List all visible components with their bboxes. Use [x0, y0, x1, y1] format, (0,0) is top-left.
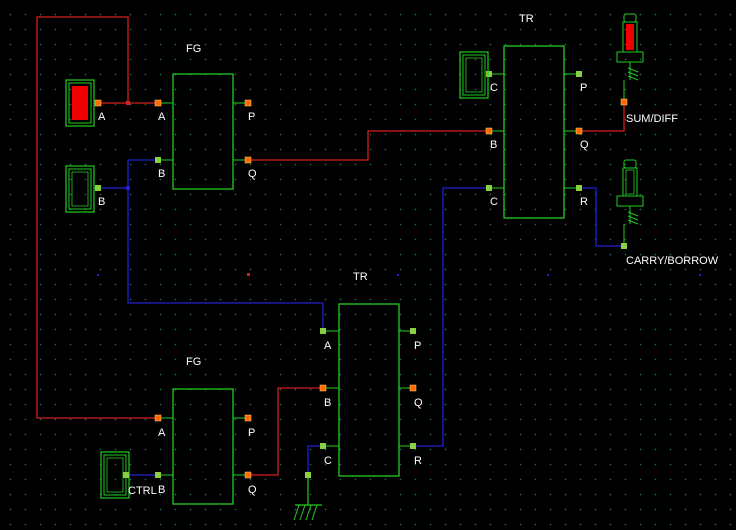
fg-top-body: [172, 73, 234, 190]
tr-mid-label-q: Q: [414, 397, 423, 409]
output-probe-sum[interactable]: SUM/DIFF: [616, 13, 678, 125]
pin-fg-bottom-b[interactable]: [155, 472, 161, 478]
pin-fg-bottom-q[interactable]: [244, 471, 252, 479]
fg-top-label-q: Q: [248, 168, 257, 180]
pin-fg-top-q[interactable]: [244, 156, 252, 164]
wire-fg-bottom-q-to-tr-mid-b: [248, 387, 323, 476]
switch-b-label: B: [98, 196, 105, 208]
fg-bottom-label-p: P: [248, 427, 255, 439]
carry-label: CARRY/BORROW: [626, 255, 719, 267]
pin-tr-top-c2[interactable]: [486, 185, 492, 191]
switch-a-label: A: [98, 111, 106, 123]
tr-top-label-r: R: [580, 196, 588, 208]
fg-bottom-label-b: B: [158, 484, 165, 496]
switch-tr-c-indicator: [465, 57, 483, 93]
output-probe-carry[interactable]: CARRY/BORROW: [616, 159, 719, 267]
grid-marker: [397, 274, 399, 276]
wire-tr-top-r-to-carry: [578, 187, 624, 247]
fg-gate-top[interactable]: FG A B P Q: [154, 43, 257, 190]
pin-tr-mid-c[interactable]: [320, 443, 326, 449]
tr-top-label-b: B: [490, 139, 497, 151]
grid-marker: [547, 274, 549, 276]
wire-b-to-tr-mid: [127, 188, 324, 329]
pin-carry[interactable]: [621, 243, 627, 249]
wire-tr-mid-r-to-tr-top-c: [413, 187, 488, 447]
pin-fg-top-b[interactable]: [155, 157, 161, 163]
tr-mid-body: [338, 303, 400, 477]
wire-tr-top-q-to-sum: [578, 102, 625, 132]
pin-switch-a[interactable]: [94, 99, 102, 107]
tr-mid-label-p: P: [414, 340, 421, 352]
tr-gate-top[interactable]: TR C B C P Q R: [485, 13, 589, 219]
tr-top-label-c2: C: [490, 196, 498, 208]
tr-mid-label-r: R: [414, 455, 422, 467]
switch-ctrl-label: CTRL: [128, 485, 157, 497]
switch-b-indicator: [71, 171, 89, 207]
grid-marker: [247, 273, 250, 276]
junction-dot: [126, 186, 130, 190]
input-switch-a[interactable]: A: [65, 79, 106, 127]
input-switch-tr-c[interactable]: [459, 51, 489, 99]
tr-mid-label-a: A: [324, 340, 332, 352]
fg-top-label-p: P: [248, 111, 255, 123]
tr-gate-middle[interactable]: TR A B C P Q R: [319, 271, 423, 477]
pin-fg-bottom-a[interactable]: [154, 414, 162, 422]
tr-top-title: TR: [519, 13, 534, 25]
tr-top-label-p: P: [580, 82, 587, 94]
switch-a-indicator: [72, 86, 88, 120]
pin-tr-top-b[interactable]: [485, 127, 493, 135]
tr-top-label-q: Q: [580, 139, 589, 151]
ground-icon: [293, 472, 322, 521]
sum-label: SUM/DIFF: [626, 113, 678, 125]
pin-switch-ctrl[interactable]: [123, 472, 129, 478]
fg-bottom-label-q: Q: [248, 484, 257, 496]
junction-dot: [126, 101, 130, 105]
tr-mid-label-b: B: [324, 397, 331, 409]
pin-fg-bottom-p[interactable]: [244, 414, 252, 422]
pin-sum[interactable]: [620, 98, 628, 106]
fg-bottom-body: [172, 388, 234, 505]
wires: [36, 16, 701, 476]
wire-tr-mid-c-to-ground: [307, 445, 323, 475]
fg-top-title: FG: [186, 43, 201, 55]
pin-tr-mid-r[interactable]: [410, 443, 416, 449]
carry-led-icon: [625, 169, 635, 195]
pin-tr-top-p[interactable]: [576, 71, 582, 77]
fg-bottom-title: FG: [186, 356, 201, 368]
tr-top-body: [503, 45, 565, 219]
fg-gate-bottom[interactable]: FG A B P Q: [154, 356, 257, 505]
pin-tr-top-r[interactable]: [576, 185, 582, 191]
tr-mid-label-c: C: [324, 455, 332, 467]
wire-a-to-fg-bottom: [36, 16, 158, 419]
tr-mid-title: TR: [353, 271, 368, 283]
grid-marker: [97, 274, 99, 276]
fg-bottom-label-a: A: [158, 427, 166, 439]
wire-fg-top-q-to-tr-top-b: [248, 130, 488, 161]
pin-fg-top-a[interactable]: [154, 99, 162, 107]
pin-fg-top-p[interactable]: [244, 99, 252, 107]
switch-ctrl-indicator: [106, 457, 124, 493]
pin-tr-top-q[interactable]: [575, 127, 583, 135]
fg-top-label-a: A: [158, 111, 166, 123]
pin-tr-mid-p[interactable]: [410, 328, 416, 334]
input-switch-b[interactable]: B: [65, 165, 105, 213]
pin-tr-mid-a[interactable]: [320, 328, 326, 334]
fg-top-label-b: B: [158, 168, 165, 180]
pin-tr-top-c1[interactable]: [486, 71, 492, 77]
pin-switch-b[interactable]: [95, 185, 101, 191]
pin-tr-mid-b[interactable]: [319, 384, 327, 392]
pin-tr-mid-q[interactable]: [409, 384, 417, 392]
wire-b-to-fg-top: [98, 159, 158, 189]
tr-top-label-c1: C: [490, 82, 498, 94]
sum-led-icon: [626, 24, 634, 50]
grid-marker: [699, 274, 701, 276]
input-switch-ctrl[interactable]: CTRL: [100, 451, 157, 499]
